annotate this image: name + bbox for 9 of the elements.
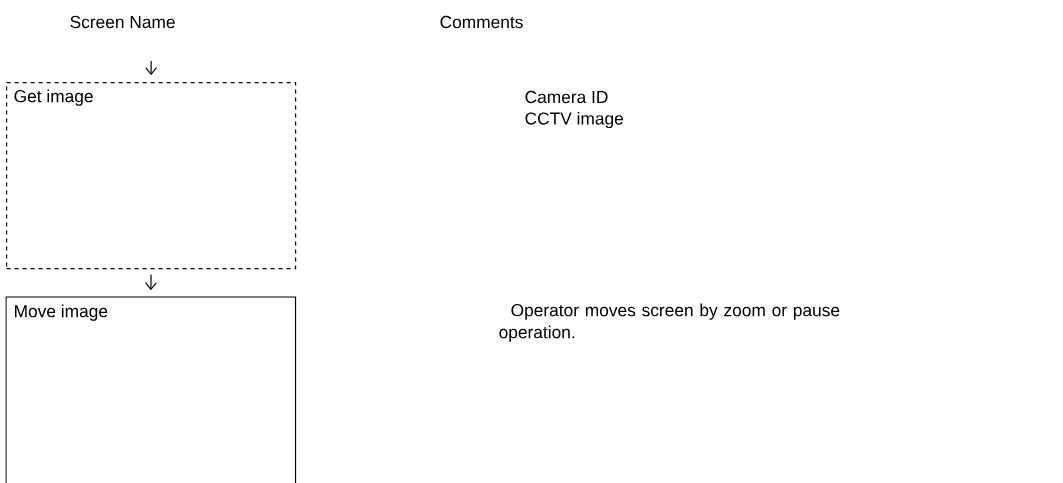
comment-text: Operator moves screen by zoom or pause operation. bbox=[499, 303, 840, 342]
screen-box: Move image bbox=[5, 296, 297, 483]
arrow bbox=[145, 60, 158, 76]
column-heading: Comments bbox=[440, 15, 523, 29]
arrow bbox=[145, 273, 157, 291]
column-heading: Screen Name bbox=[70, 15, 175, 29]
screen-box: Get image bbox=[6, 82, 297, 270]
comment-text: CCTV image bbox=[525, 111, 623, 129]
comment-text: Camera ID bbox=[525, 90, 608, 104]
